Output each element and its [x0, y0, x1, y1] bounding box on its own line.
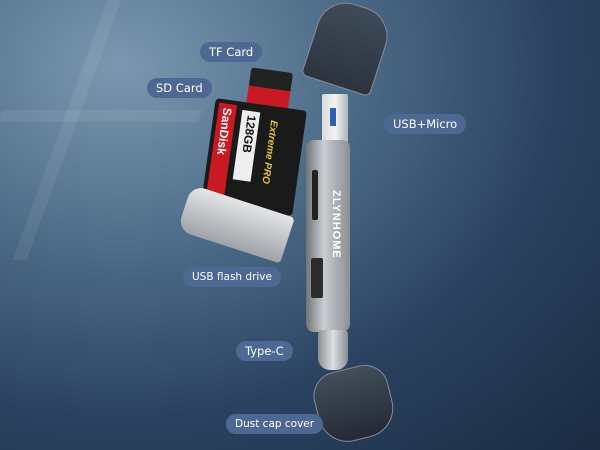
label-dust-cap-cover: Dust cap cover — [226, 414, 324, 434]
top-dust-cap — [300, 0, 396, 98]
bottom-dust-cap — [308, 359, 400, 449]
type-c-connector — [318, 330, 348, 370]
label-tf-card: TF Card — [200, 42, 263, 62]
device-brand-text: ZLYNHOME — [330, 190, 342, 259]
sd-line-text: Extreme PRO — [259, 119, 280, 185]
window-light — [0, 110, 203, 122]
label-type-c: Type-C — [236, 341, 293, 361]
usb-a-connector — [322, 94, 348, 144]
label-usb-flash-drive: USB flash drive — [183, 267, 281, 287]
label-usb-micro: USB+Micro — [384, 114, 467, 134]
card-reader-body: ZLYNHOME — [306, 140, 350, 332]
window-light — [12, 0, 122, 260]
label-sd-card: SD Card — [147, 78, 212, 98]
